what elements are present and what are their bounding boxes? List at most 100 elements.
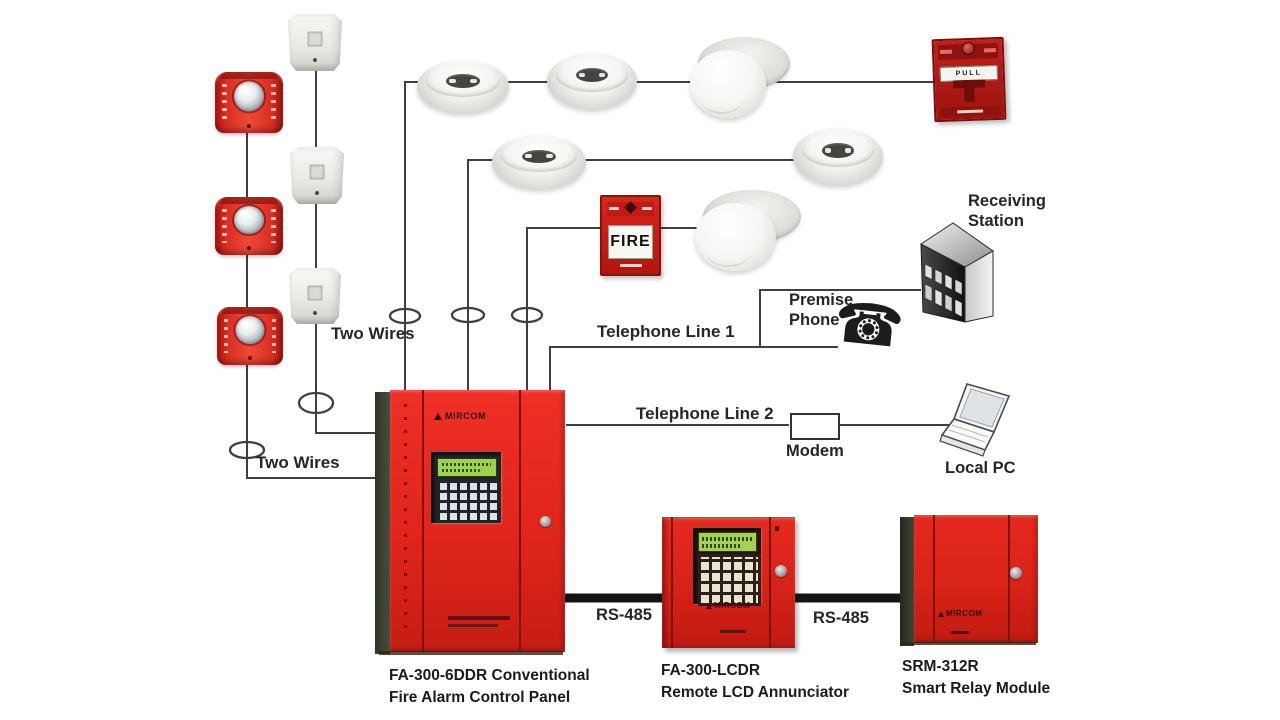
- horn-strobe-2: [215, 197, 283, 255]
- receiving-station-buttons: [924, 263, 963, 318]
- fire-pull-station: FIRE: [600, 195, 661, 276]
- wire-loop: [450, 306, 486, 324]
- smoke-detector-2: [547, 53, 637, 109]
- modem-box: [790, 413, 840, 440]
- caption-line: Remote LCD Annunciator: [661, 684, 850, 701]
- horn-dot: [248, 355, 252, 360]
- label-receiving-station: Receiving Station: [968, 192, 1046, 230]
- speaker-strobe-1: [288, 14, 342, 71]
- horn-side-marks: [271, 208, 276, 244]
- wire-speaker-circuit: [315, 40, 378, 434]
- panel-lock-icon: [540, 516, 551, 527]
- manual-pull-station: PULL: [931, 36, 1007, 123]
- pull-station-brand-band: [939, 105, 1001, 118]
- horn-strobe-3: [217, 307, 283, 365]
- pull-handle: [964, 79, 975, 103]
- dome-cap: [690, 50, 766, 119]
- speaker-strobe-3: [289, 268, 341, 324]
- wire-loop: [297, 391, 335, 415]
- caption-line: FA-300-6DDR Conventional: [389, 667, 590, 684]
- strobe-lens: [234, 206, 264, 235]
- smoke-detector-1: [417, 60, 509, 113]
- label-rs485-left: RS-485: [596, 606, 652, 624]
- wire-zone2: [467, 159, 845, 390]
- speaker-grille: [307, 285, 323, 301]
- panel-screw-dots: [404, 404, 407, 634]
- relay-side: [900, 517, 914, 646]
- annunciator-recess: [693, 528, 761, 606]
- caption-annunciator: FA-300-LCDR Remote LCD Annunciator: [661, 660, 849, 704]
- horn-dot: [247, 123, 251, 128]
- laptop-icon: [939, 383, 1011, 457]
- label-two-wires-top: Two Wires: [331, 324, 415, 343]
- annunciator-small-text-placeholder: [720, 630, 746, 633]
- label-telephone-line-2: Telephone Line 2: [636, 404, 774, 423]
- caption-line: FA-300-LCDR: [661, 662, 761, 679]
- relay-seam: [933, 515, 935, 643]
- wire-telephone-line-1: [549, 346, 838, 390]
- wire-receiving-station: [759, 289, 921, 347]
- annunciator-seam: [671, 517, 673, 648]
- caption-line: SRM-312R: [902, 658, 979, 675]
- relay-door: MIRCOM: [914, 515, 1038, 643]
- relay-bottom-edge: [903, 642, 1036, 645]
- caption-line: Smart Relay Module: [902, 680, 1051, 697]
- relay-small-text-placeholder: [951, 631, 969, 634]
- speaker-dot: [313, 311, 317, 316]
- strobe-lens: [235, 316, 265, 345]
- annunciator-keypad: [698, 554, 761, 606]
- detector-center: [821, 143, 855, 158]
- fire-alarm-control-panel: MIRCOM: [375, 390, 565, 655]
- horn-side-marks: [271, 84, 276, 121]
- speaker-grille: [307, 31, 323, 47]
- detector-center: [522, 149, 556, 164]
- annunciator-vent: [775, 526, 779, 531]
- horn-side-marks: [222, 208, 227, 244]
- annunciator-lock-icon: [775, 565, 787, 577]
- panel-side: [375, 392, 390, 655]
- pull-station-small-text: [619, 264, 642, 267]
- panel-lcd-screen: [437, 458, 497, 477]
- relay-seam: [1008, 515, 1010, 643]
- annunciator-seam: [769, 517, 771, 648]
- horn-side-marks: [271, 318, 276, 354]
- strobe-lens: [234, 81, 264, 112]
- label-two-wires-bottom: Two Wires: [256, 453, 340, 472]
- label-modem: Modem: [786, 442, 844, 460]
- relay-lock-icon: [1010, 567, 1022, 579]
- relay-logo: MIRCOM: [938, 609, 982, 618]
- caption-relay-module: SRM-312R Smart Relay Module: [902, 656, 1050, 700]
- speaker-dot: [313, 57, 317, 62]
- wire-loop: [228, 440, 266, 460]
- panel-seam: [519, 390, 521, 652]
- wire-zone3: [526, 227, 752, 390]
- horn-side-marks: [222, 84, 227, 121]
- dome-detector-2: [695, 190, 801, 273]
- label-local-pc: Local PC: [945, 459, 1016, 477]
- panel-door: MIRCOM: [390, 390, 565, 652]
- panel-model-text-placeholder: [448, 624, 498, 627]
- caption-line: Fire Alarm Control Panel: [389, 689, 571, 706]
- smart-relay-module: MIRCOM: [900, 515, 1038, 646]
- panel-model-text-placeholder: [448, 616, 510, 620]
- panel-keypad: [437, 479, 501, 523]
- annunciator-lcd-screen: [698, 532, 757, 552]
- caption-control-panel: FA-300-6DDR Conventional Fire Alarm Cont…: [389, 665, 590, 709]
- panel-logo: MIRCOM: [434, 411, 486, 421]
- panel-seam: [422, 390, 424, 652]
- panel-lcd-window: [431, 452, 501, 523]
- remote-lcd-annunciator: MIRCOM: [662, 517, 795, 648]
- panel-bottom-edge: [379, 651, 563, 655]
- label-premise-phone: Premise Phone: [789, 291, 854, 329]
- label-rs485-right: RS-485: [813, 609, 869, 627]
- horn-strobe-1: [215, 72, 283, 133]
- receiving-station-icon: [920, 222, 994, 323]
- speaker-dot: [315, 190, 319, 195]
- annunciator-logo: MIRCOM: [706, 601, 750, 610]
- horn-side-marks: [224, 318, 229, 354]
- smoke-detector-4: [793, 128, 883, 185]
- smoke-detector-3: [492, 135, 586, 189]
- wire-loop: [388, 307, 422, 325]
